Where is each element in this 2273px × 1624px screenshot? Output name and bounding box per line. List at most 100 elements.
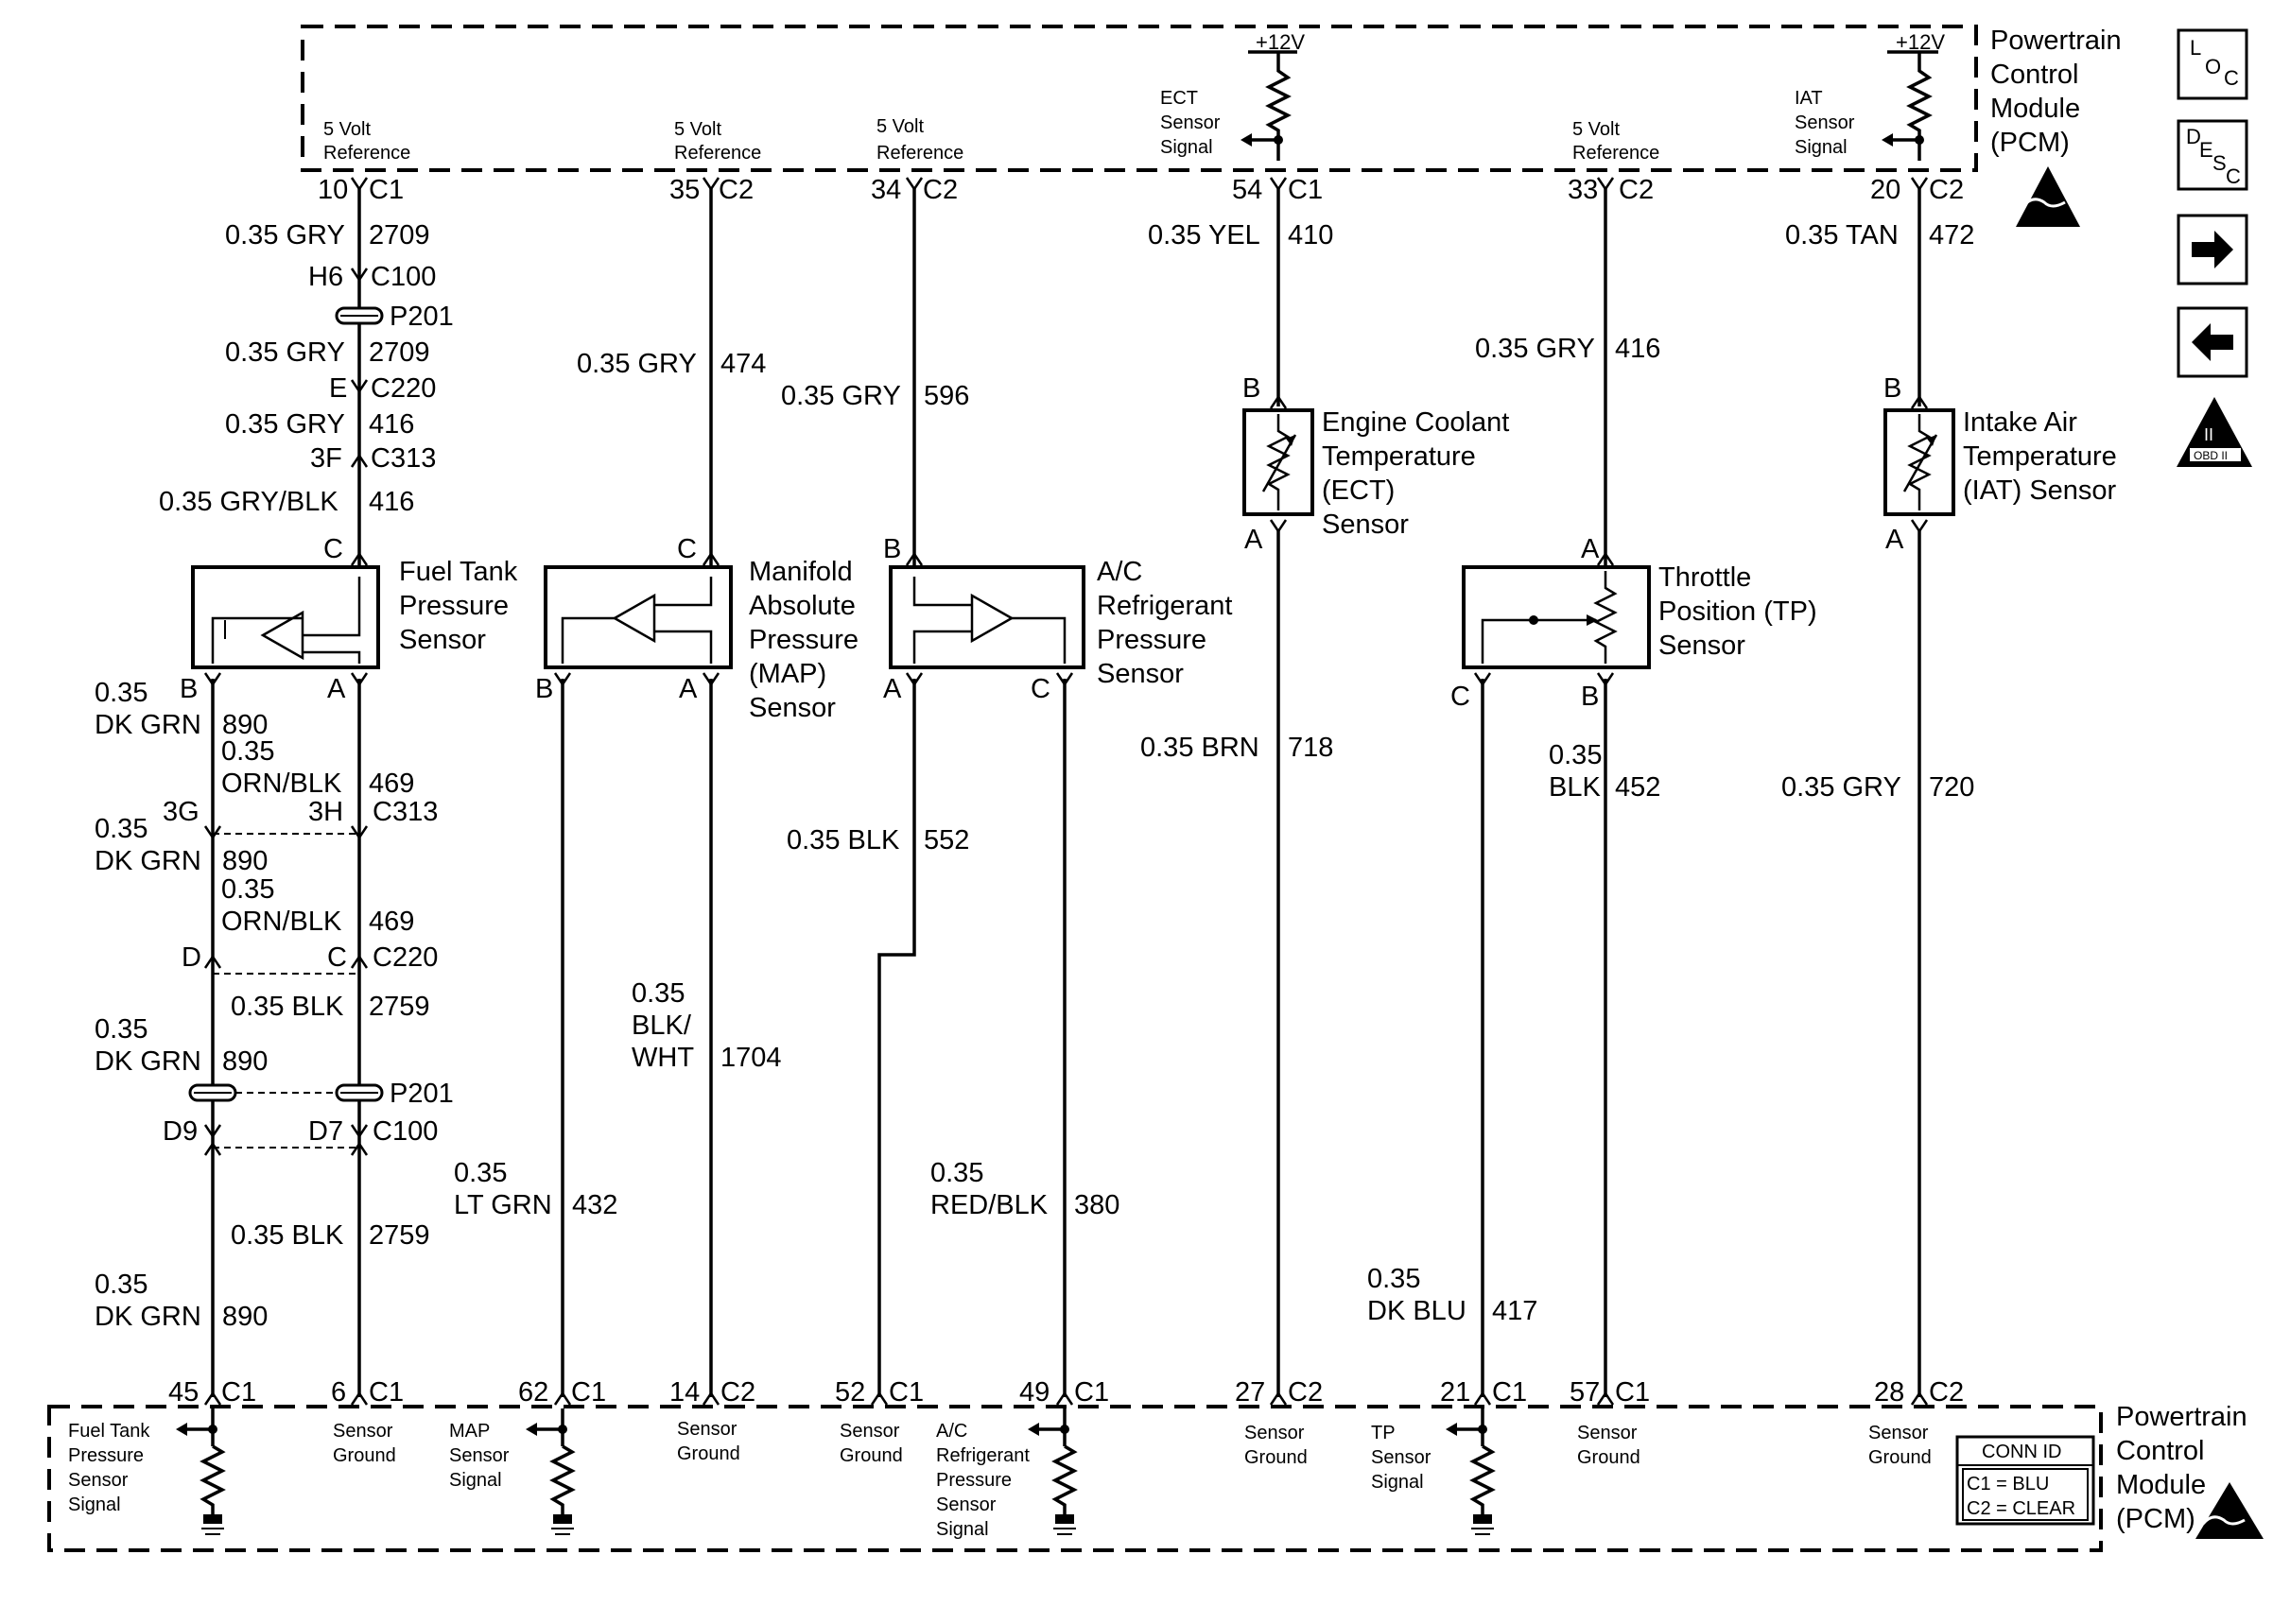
svg-text:C: C — [327, 942, 347, 973]
next-page-arrow-icon[interactable] — [2177, 214, 2248, 285]
svg-text:Intake Air: Intake Air — [1963, 407, 2077, 438]
svg-text:410: 410 — [1288, 220, 1333, 251]
svg-text:Signal: Signal — [68, 1494, 121, 1515]
ect-pullup: +12V — [1241, 30, 1305, 161]
svg-text:C: C — [2226, 164, 2241, 188]
svg-text:Refrigerant: Refrigerant — [1097, 591, 1232, 621]
splice-p201-lower: P201 — [188, 1079, 454, 1109]
svg-text:0.35: 0.35 — [95, 814, 147, 844]
svg-text:DK GRN: DK GRN — [95, 846, 201, 876]
svg-text:472: 472 — [1929, 220, 1974, 251]
svg-text:D: D — [182, 942, 201, 973]
pcm-input-fuel-tank — [176, 1408, 226, 1535]
svg-text:0.35 GRY: 0.35 GRY — [781, 381, 901, 411]
svg-text:Signal: Signal — [1160, 137, 1213, 158]
svg-text:C313: C313 — [371, 443, 436, 474]
svg-text:O: O — [2205, 55, 2221, 78]
svg-text:Powertrain: Powertrain — [2116, 1402, 2247, 1432]
svg-text:Ground: Ground — [1577, 1447, 1640, 1468]
svg-text:CONN ID: CONN ID — [1982, 1442, 2061, 1462]
svg-text:C2: C2 — [1288, 1377, 1323, 1408]
splice-p201-top: P201 — [335, 302, 454, 332]
svg-text:33: 33 — [1568, 175, 1598, 205]
svg-text:Refrigerant: Refrigerant — [936, 1445, 1030, 1466]
pcm-input-tp — [1446, 1408, 1496, 1535]
pcm-bottom-box — [47, 1405, 2103, 1552]
svg-text:Ground: Ground — [1868, 1447, 1932, 1468]
svg-text:C313: C313 — [373, 797, 438, 827]
svg-text:0.35: 0.35 — [221, 736, 274, 767]
svg-text:II: II — [2204, 425, 2213, 444]
esd-warning-icon — [2195, 1482, 2264, 1539]
svg-text:2759: 2759 — [369, 992, 430, 1022]
svg-text:B: B — [883, 534, 901, 564]
svg-text:0.35 BRN: 0.35 BRN — [1140, 733, 1259, 763]
svg-text:0.35 GRY: 0.35 GRY — [225, 220, 345, 251]
pcm-label-top: Powertrain Control Module (PCM) — [1990, 26, 2122, 158]
connector-c220-lower: D C C220 — [182, 942, 438, 975]
svg-text:380: 380 — [1074, 1190, 1119, 1220]
svg-text:469: 469 — [369, 907, 414, 937]
svg-text:720: 720 — [1929, 772, 1974, 803]
description-button[interactable]: D E S C — [2177, 119, 2248, 191]
svg-text:2709: 2709 — [369, 220, 430, 251]
svg-text:Temperature: Temperature — [1322, 441, 1476, 472]
svg-text:416: 416 — [369, 487, 414, 517]
svg-text:D: D — [2186, 125, 2201, 148]
svg-text:0.35: 0.35 — [95, 678, 147, 708]
svg-text:C1: C1 — [1492, 1377, 1527, 1408]
svg-text:3G: 3G — [163, 797, 200, 827]
svg-text:10: 10 — [318, 175, 348, 205]
svg-text:C: C — [1450, 682, 1470, 712]
top-pin-chevrons — [350, 177, 1929, 192]
svg-text:H6: H6 — [308, 262, 343, 292]
svg-text:Signal: Signal — [1371, 1472, 1424, 1493]
svg-text:C: C — [2224, 66, 2239, 90]
svg-text:0.35: 0.35 — [1549, 740, 1602, 770]
svg-text:C1: C1 — [221, 1377, 256, 1408]
svg-text:A: A — [1244, 525, 1263, 555]
svg-text:0.35 GRY: 0.35 GRY — [1781, 772, 1901, 803]
component-locator-button[interactable]: L O C — [2177, 28, 2248, 100]
svg-text:(PCM): (PCM) — [2116, 1504, 2195, 1534]
pcm-input-ac — [1028, 1408, 1078, 1535]
svg-text:5 Volt: 5 Volt — [876, 116, 924, 137]
svg-text:C1: C1 — [369, 1377, 404, 1408]
svg-text:890: 890 — [222, 1302, 268, 1332]
obd-ii-icon[interactable]: II OBD II — [2177, 397, 2252, 467]
bottom-pin-labels: 45 C1 6 C1 62 C1 14 C2 52 C1 49 C1 27 C2… — [168, 1377, 1964, 1408]
svg-text:Signal: Signal — [1795, 137, 1848, 158]
svg-text:Manifold: Manifold — [749, 557, 853, 587]
svg-text:Module: Module — [2116, 1470, 2206, 1500]
svg-text:3F: 3F — [310, 443, 342, 474]
svg-text:Sensor: Sensor — [1371, 1447, 1431, 1468]
svg-text:BLK: BLK — [1549, 772, 1601, 803]
svg-text:49: 49 — [1019, 1377, 1050, 1408]
svg-text:Sensor: Sensor — [449, 1445, 510, 1466]
svg-text:P201: P201 — [390, 302, 454, 332]
svg-text:35: 35 — [669, 175, 700, 205]
svg-text:0.35 GRY: 0.35 GRY — [577, 349, 697, 379]
svg-text:Sensor: Sensor — [749, 693, 836, 723]
previous-page-arrow-icon[interactable] — [2177, 306, 2248, 378]
svg-text:Pressure: Pressure — [1097, 625, 1206, 655]
svg-text:0.35 GRY/BLK: 0.35 GRY/BLK — [159, 487, 338, 517]
svg-text:474: 474 — [720, 349, 766, 379]
svg-text:Sensor: Sensor — [333, 1421, 393, 1442]
iat-pullup: +12V — [1882, 30, 1945, 161]
svg-text:Fuel Tank: Fuel Tank — [68, 1421, 150, 1442]
svg-text:Ground: Ground — [840, 1445, 903, 1466]
svg-text:5 Volt: 5 Volt — [323, 119, 371, 140]
svg-text:WHT: WHT — [632, 1043, 694, 1073]
svg-text:C220: C220 — [371, 373, 436, 404]
svg-text:OBD II: OBD II — [2194, 449, 2228, 462]
svg-text:0.35 GRY: 0.35 GRY — [1475, 334, 1595, 364]
svg-text:(IAT) Sensor: (IAT) Sensor — [1963, 475, 2117, 506]
svg-text:S: S — [2212, 151, 2227, 175]
svg-text:Engine Coolant: Engine Coolant — [1322, 407, 1509, 438]
svg-text:Pressure: Pressure — [749, 625, 859, 655]
svg-text:2709: 2709 — [369, 337, 430, 368]
svg-text:A/C: A/C — [936, 1421, 967, 1442]
svg-text:Module: Module — [1990, 94, 2080, 124]
svg-text:Ground: Ground — [1244, 1447, 1308, 1468]
